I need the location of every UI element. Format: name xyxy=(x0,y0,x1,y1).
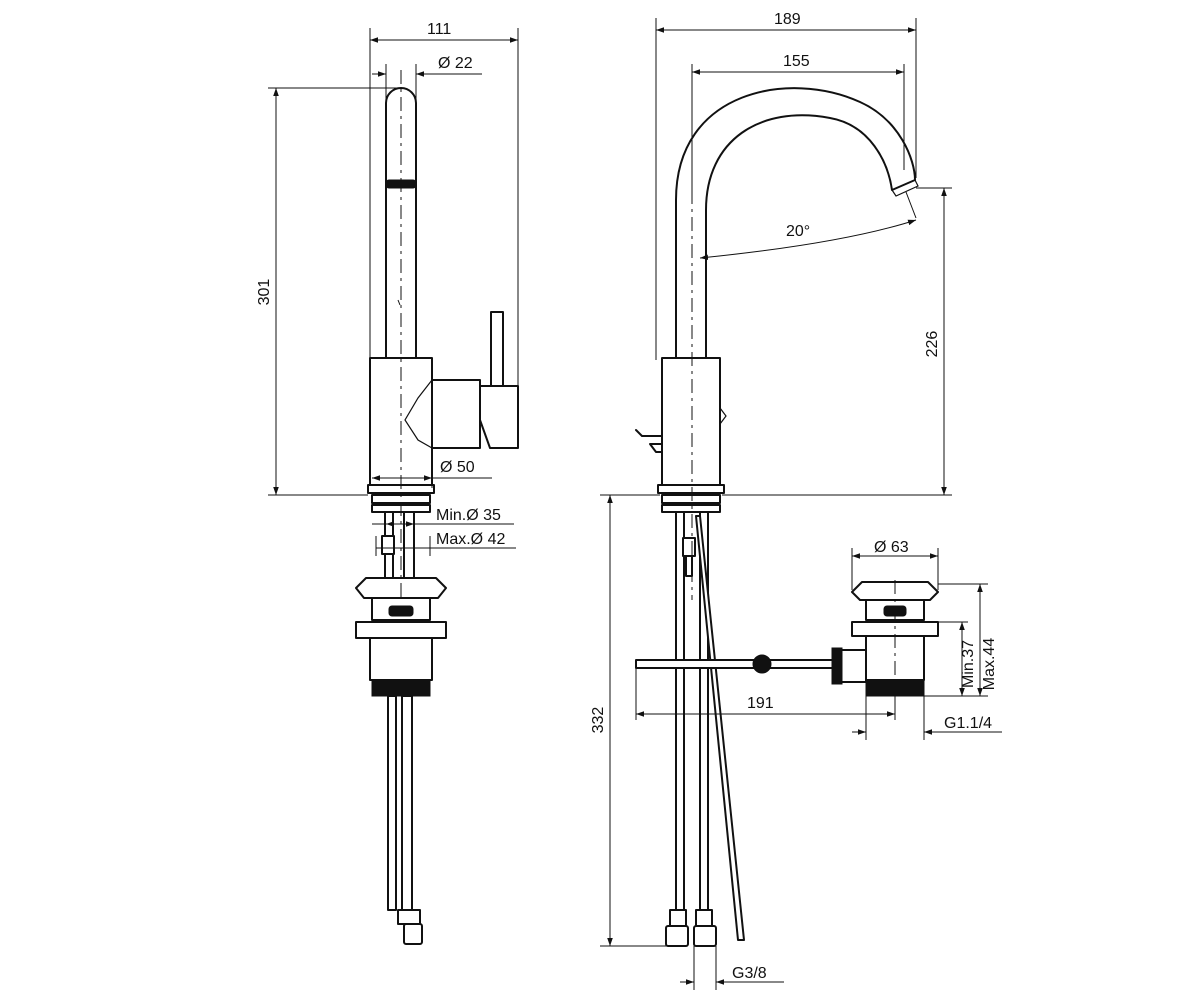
dim-total-height: 301 xyxy=(256,279,273,306)
dim-rod-length: 191 xyxy=(747,695,774,712)
dim-waste-diameter: Ø 63 xyxy=(874,539,909,556)
waste-linkage-rod xyxy=(635,659,841,669)
dim-hose-thread: G3/8 xyxy=(732,965,767,982)
front-view xyxy=(635,87,939,947)
dim-swivel-angle: 20° xyxy=(786,223,810,240)
dim-spout-reach: 155 xyxy=(783,53,810,70)
side-waste-nut xyxy=(355,621,447,639)
dim-waste-min: Min.37 xyxy=(960,640,977,688)
front-spout xyxy=(675,87,916,359)
side-dimensions: 111 Ø 22 301 Ø 50 Min.Ø 35 Max.Ø 42 xyxy=(256,21,519,556)
lever-handle xyxy=(490,311,504,393)
front-dimensions: 189 155 20° 226 332 Ø 63 Min.37 Max.44 1… xyxy=(590,11,1002,990)
dim-waste-max: Max.44 xyxy=(981,638,998,691)
dim-hole-min: Min.Ø 35 xyxy=(436,507,501,524)
pop-up-pull-rod xyxy=(695,515,745,941)
dim-spout-diameter: Ø 22 xyxy=(438,55,473,72)
dim-spout-height: 226 xyxy=(924,331,941,358)
dim-body-diameter: Ø 50 xyxy=(440,459,475,476)
front-base-ring xyxy=(657,484,725,494)
linkage-clip xyxy=(752,654,772,674)
dim-front-width: 189 xyxy=(774,11,801,28)
side-waste-body xyxy=(369,637,433,681)
cartridge-housing xyxy=(431,379,481,449)
dim-hose-length: 332 xyxy=(590,707,607,734)
lever-cap xyxy=(479,385,519,449)
dim-waste-thread: G1.1/4 xyxy=(944,715,992,732)
side-hose xyxy=(387,695,397,911)
front-mixer-body xyxy=(661,357,721,486)
dim-hole-max: Max.Ø 42 xyxy=(436,531,505,548)
side-view xyxy=(355,70,519,945)
front-hose-left xyxy=(675,511,685,913)
front-lever-stub xyxy=(635,429,663,453)
side-spout-column xyxy=(385,87,417,359)
side-waste-thread xyxy=(371,679,431,697)
dim-side-width: 111 xyxy=(427,21,451,38)
